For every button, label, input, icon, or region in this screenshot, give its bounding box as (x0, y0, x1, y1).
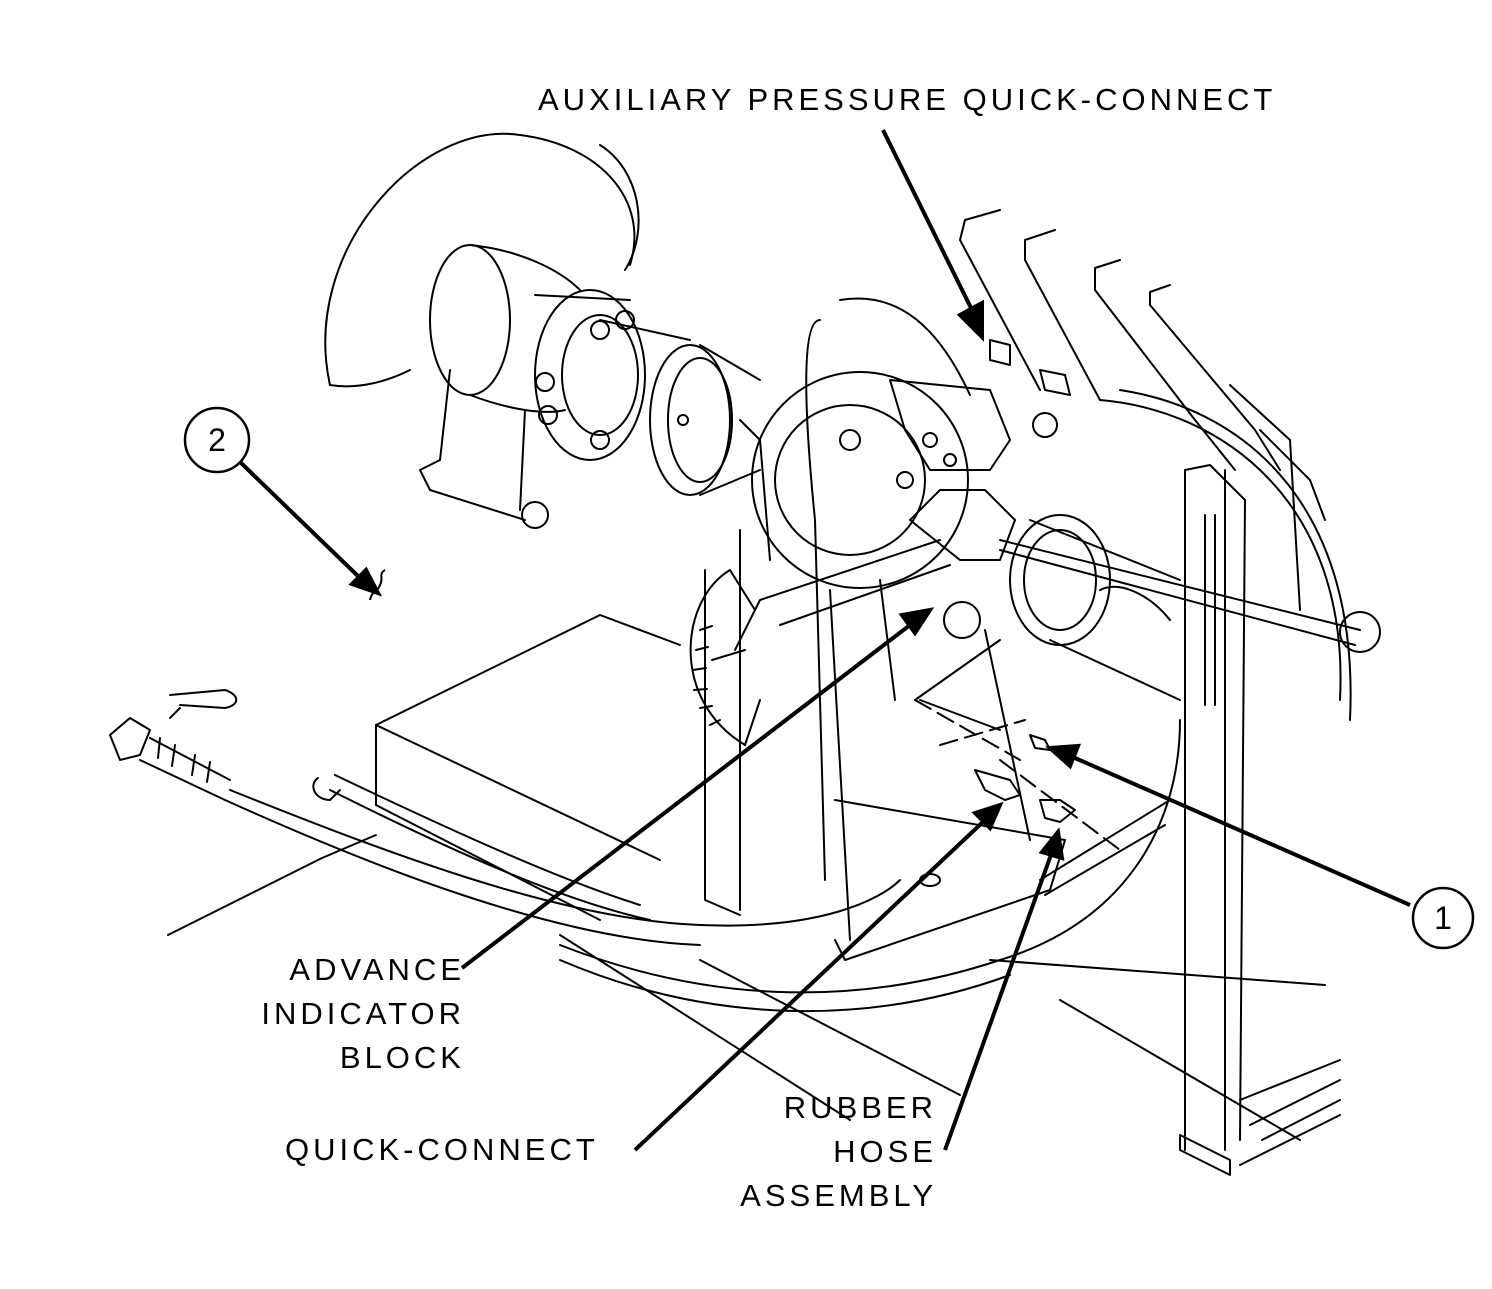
label-advance-line-2: INDICATOR (261, 996, 465, 1031)
base-box (375, 614, 1066, 961)
label-advance-line-1: ADVANCE (289, 952, 465, 987)
floor-lines (167, 834, 1341, 1166)
small-part-squiggle (369, 569, 386, 601)
label-advance-line-3: BLOCK (339, 1040, 465, 1075)
label-rubber-hose-assembly: RUBBER HOSE ASSEMBLY (730, 1086, 937, 1218)
label-advance-indicator-block: ADVANCE INDICATOR BLOCK (230, 948, 465, 1080)
label-quick-connect: QUICK-CONNECT (285, 1132, 599, 1167)
callout-1 (1411, 886, 1475, 950)
label-rubber-line-3: ASSEMBLY (740, 1178, 937, 1213)
callout-1-number: 1 (1434, 900, 1452, 936)
motor-housing (419, 244, 761, 529)
fuel-lines (959, 209, 1326, 611)
callout-2-number: 2 (208, 422, 226, 458)
loose-hose-fitting (109, 689, 341, 801)
advance-indicator-scale (689, 569, 761, 746)
pump-assembly (734, 297, 1381, 881)
label-rubber-line-2: HOSE (833, 1134, 937, 1169)
label-auxiliary-pressure-quick-connect: AUXILIARY PRESSURE QUICK-CONNECT (538, 82, 1277, 117)
callout-2 (183, 406, 251, 474)
dashed-lines (914, 699, 1121, 851)
label-rubber-line-1: RUBBER (783, 1090, 937, 1125)
leader-arrows (236, 129, 1411, 1152)
hoses (224, 389, 1352, 1013)
grinding-wheel (324, 132, 640, 388)
support-stand (704, 464, 1246, 1176)
